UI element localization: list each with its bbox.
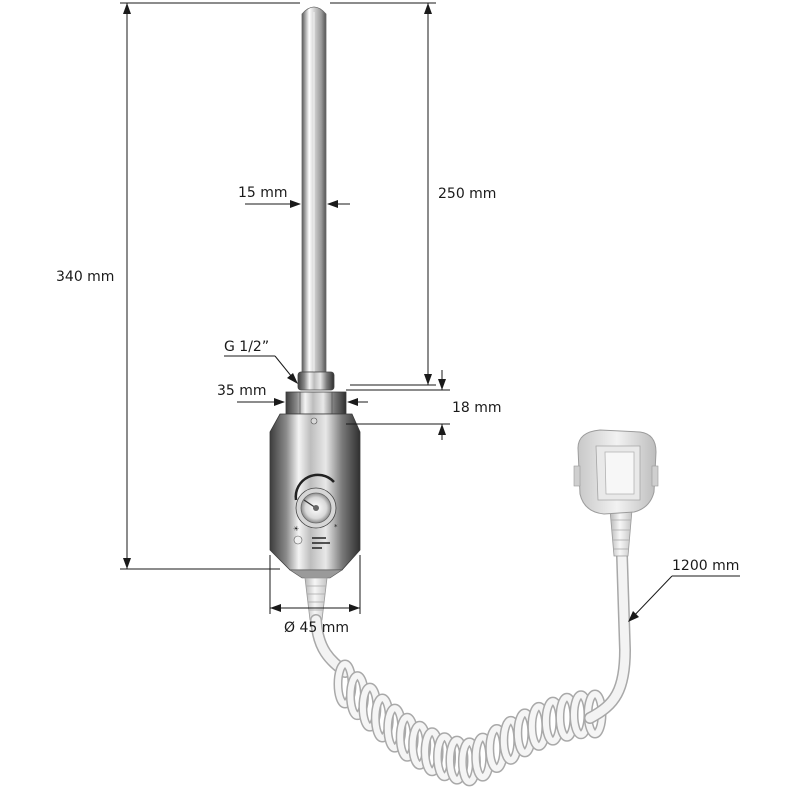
power-led [293, 535, 303, 545]
label-body-diameter: Ø 45 mm [284, 620, 349, 636]
temperature-dial [294, 473, 337, 529]
heating-element: ☀ * [269, 6, 361, 579]
spiral-cable [304, 509, 633, 787]
label-cable-length: 1200 mm [672, 558, 739, 574]
dimension-lines [120, 2, 740, 622]
thread-g12 [297, 371, 335, 391]
svg-text:☀: ☀ [293, 525, 299, 533]
label-thread: G 1/2” [224, 339, 269, 355]
label-hex-height: 18 mm [452, 400, 502, 416]
svg-text:*: * [334, 523, 338, 531]
schuko-plug [573, 429, 659, 515]
label-hex-width: 35 mm [217, 383, 267, 399]
label-element-diameter: 15 mm [238, 185, 288, 201]
label-total-height: 340 mm [56, 269, 114, 285]
hex-nut [285, 391, 347, 415]
label-element-length: 250 mm [438, 186, 496, 202]
